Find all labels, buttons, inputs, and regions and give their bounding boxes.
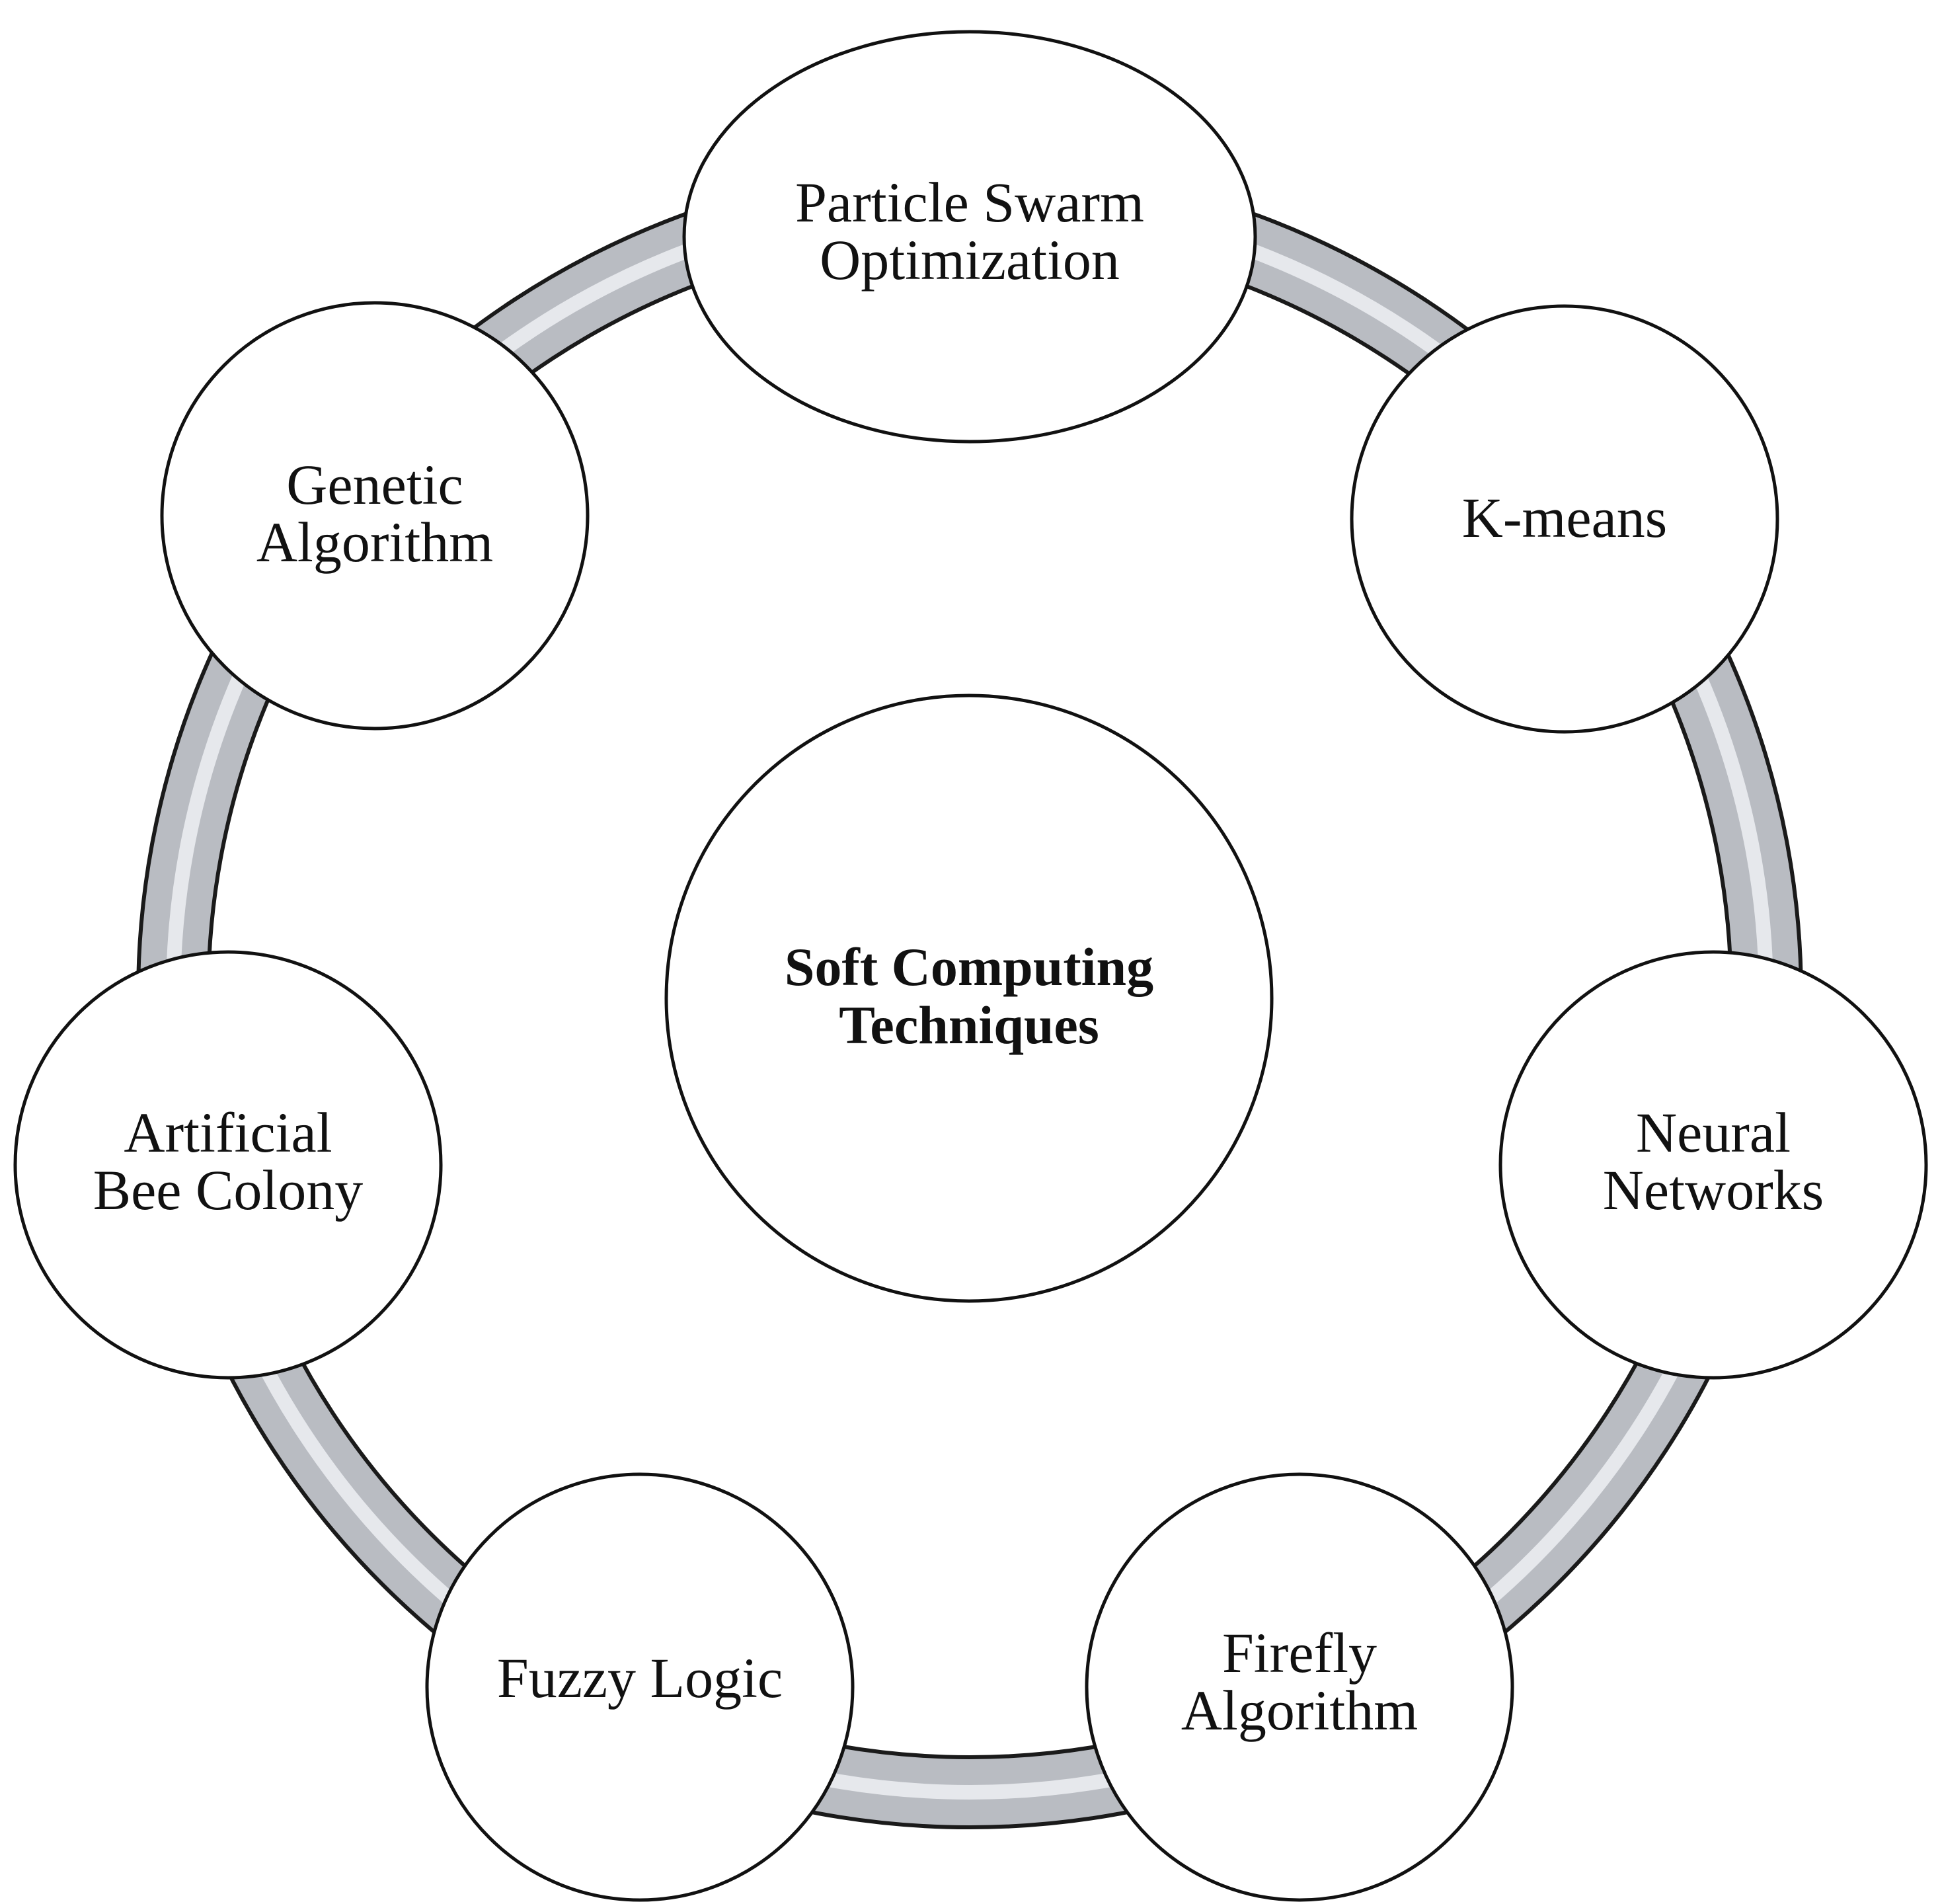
- node-firefly-algorithm: Firefly Algorithm: [1085, 1472, 1514, 1902]
- node-k-means: K-means: [1350, 304, 1779, 734]
- node-label-line1: Particle Swarm: [795, 171, 1144, 234]
- center-title-line1: Soft Computing: [785, 937, 1153, 997]
- node-particle-swarm-optimization: Particle Swarm Optimization: [682, 30, 1257, 444]
- node-artificial-bee-colony: Artificial Bee Colony: [13, 950, 443, 1380]
- node-circle: [160, 301, 590, 731]
- node-circle: [1085, 1472, 1514, 1902]
- node-fuzzy-logic: Fuzzy Logic: [425, 1472, 855, 1902]
- node-label-line2: Networks: [1603, 1158, 1824, 1222]
- node-genetic-algorithm: Genetic Algorithm: [160, 301, 590, 731]
- node-circle: [1498, 950, 1928, 1380]
- node-label-line2: Algorithm: [256, 510, 493, 574]
- node-label-line2: Algorithm: [1181, 1679, 1418, 1742]
- node-circle: [682, 30, 1257, 444]
- node-label-line2: Optimization: [820, 228, 1120, 292]
- node-neural-networks: Neural Networks: [1498, 950, 1928, 1380]
- center-node: Soft Computing Techniques: [664, 694, 1274, 1303]
- node-label-line1: Artificial: [124, 1101, 332, 1164]
- center-title-line2: Techniques: [839, 995, 1099, 1055]
- node-circle: [425, 1472, 855, 1902]
- node-label-line1: K-means: [1462, 486, 1667, 549]
- node-label-line1: Firefly: [1222, 1621, 1377, 1685]
- node-label-line1: Neural: [1636, 1101, 1791, 1164]
- node-label-line1: Genetic: [286, 453, 463, 516]
- node-label-line2: Bee Colony: [93, 1158, 363, 1222]
- node-circle: [13, 950, 443, 1380]
- node-circle: [1350, 304, 1779, 734]
- center-circle: [664, 694, 1274, 1303]
- node-label-line1: Fuzzy Logic: [497, 1646, 783, 1710]
